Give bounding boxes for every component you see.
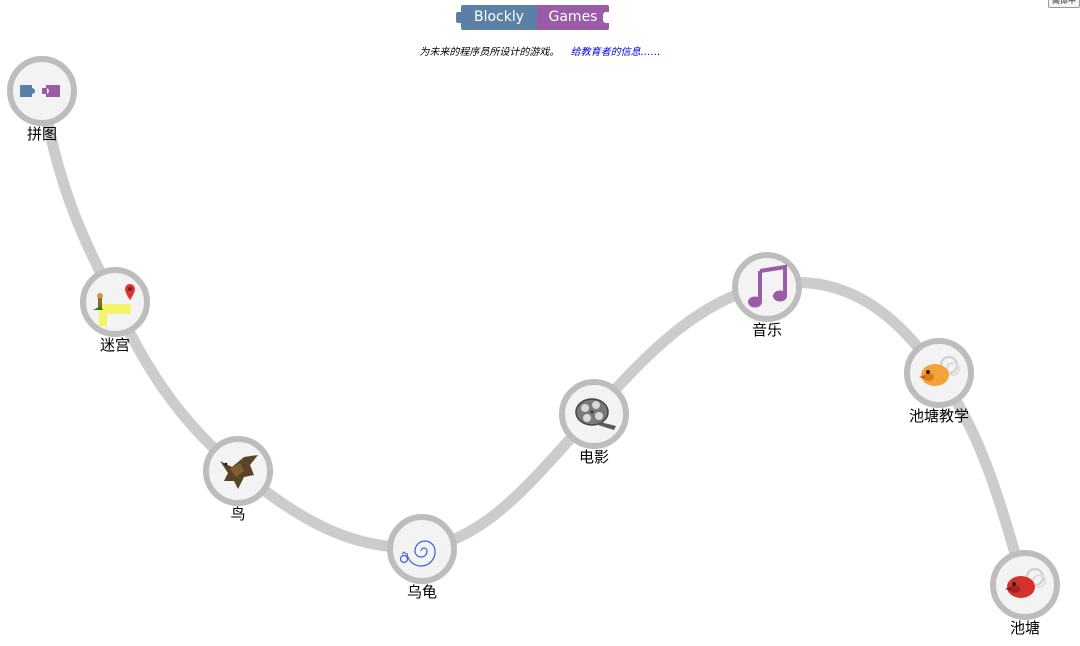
game-pond-tutor[interactable]: 池塘教学 xyxy=(903,337,975,425)
game-pond[interactable]: 池塘 xyxy=(989,549,1061,637)
puzzle-icon xyxy=(18,67,66,115)
game-label-movie: 电影 xyxy=(578,448,609,466)
game-bird[interactable]: 鸟 xyxy=(202,435,274,523)
game-label-music: 音乐 xyxy=(751,321,782,339)
blockly-games-logo[interactable]: Blockly Games xyxy=(456,5,611,30)
game-label-puzzle: 拼图 xyxy=(26,125,57,143)
game-label-maze: 迷宫 xyxy=(99,336,130,354)
tagline-text: 为未来的程序员所设计的游戏。 xyxy=(419,47,560,58)
tagline: 为未来的程序员所设计的游戏。 给教育者的信息…… xyxy=(0,43,1080,58)
maze-icon xyxy=(91,278,139,326)
game-label-pond-tutor: 池塘教学 xyxy=(908,407,969,425)
game-label-pond: 池塘 xyxy=(1009,619,1040,637)
game-turtle[interactable]: 乌龟 xyxy=(386,513,458,601)
pond-duck-orange-icon xyxy=(915,349,963,397)
film-reel-icon xyxy=(570,390,618,438)
logo-games: Games xyxy=(537,5,609,30)
language-select[interactable]: 简体中 xyxy=(1048,0,1080,8)
game-puzzle[interactable]: 拼图 xyxy=(6,55,78,143)
game-label-bird: 鸟 xyxy=(230,505,246,523)
music-note-icon xyxy=(743,263,791,311)
pond-duck-red-icon xyxy=(1001,561,1049,609)
bird-icon xyxy=(214,447,262,495)
game-label-turtle: 乌龟 xyxy=(406,583,437,601)
game-movie[interactable]: 电影 xyxy=(558,378,630,466)
game-maze[interactable]: 迷宫 xyxy=(79,266,151,354)
logo-blockly: Blockly xyxy=(456,5,537,30)
game-music[interactable]: 音乐 xyxy=(731,251,803,339)
educators-link[interactable]: 给教育者的信息…… xyxy=(570,47,661,58)
turtle-spiral-icon xyxy=(398,525,446,573)
